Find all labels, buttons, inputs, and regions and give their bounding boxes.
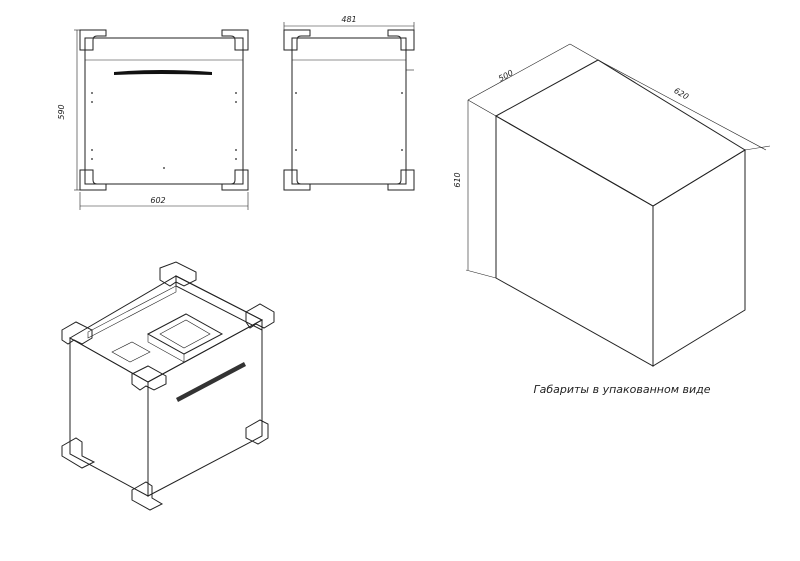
front-view: 590 602 — [57, 29, 249, 210]
front-view-handle — [114, 70, 212, 75]
cabinet-bracket-bottom-right — [245, 419, 269, 445]
corner-bracket-bl — [79, 169, 107, 191]
package-width-dim: 620 — [672, 86, 690, 101]
package-height-dim: 610 — [453, 172, 462, 187]
side-view-body — [291, 37, 407, 185]
corner-bracket-br — [221, 169, 249, 191]
package-width-dim-line — [597, 59, 767, 151]
cabinet-bracket-bottom-front — [131, 481, 164, 511]
cabinet-front-panel — [147, 319, 263, 497]
front-width-dim: 602 — [150, 196, 165, 205]
cabinet-handle — [176, 362, 246, 402]
front-view-body — [84, 37, 244, 185]
cabinet-top-outline — [68, 275, 264, 383]
cabinet-left-panel — [69, 337, 149, 497]
package-caption: Габариты в упакованном виде — [533, 383, 710, 396]
cabinet-bracket-front — [131, 365, 167, 391]
package-top-face — [494, 59, 746, 207]
cabinet-bracket-left — [61, 321, 93, 345]
package-depth-dim-line — [467, 43, 571, 101]
front-height-dim: 590 — [57, 104, 66, 119]
package-depth-dim: 500 — [497, 68, 515, 83]
isometric-cabinet — [61, 261, 275, 511]
cabinet-bracket-bottom-left — [61, 437, 96, 469]
package-box: 500 620 610 Габариты в упакованном виде — [453, 43, 771, 396]
side-width-dim: 481 — [341, 15, 356, 24]
corner-bracket-tr — [221, 29, 249, 51]
cabinet-drawer-front — [111, 341, 151, 363]
side-view: 481 — [283, 15, 415, 191]
corner-bracket-tl — [79, 29, 107, 51]
cabinet-bracket-back — [159, 261, 197, 287]
package-right-face — [652, 149, 746, 367]
package-front-face — [495, 115, 654, 367]
cabinet-bracket-right — [245, 303, 275, 329]
